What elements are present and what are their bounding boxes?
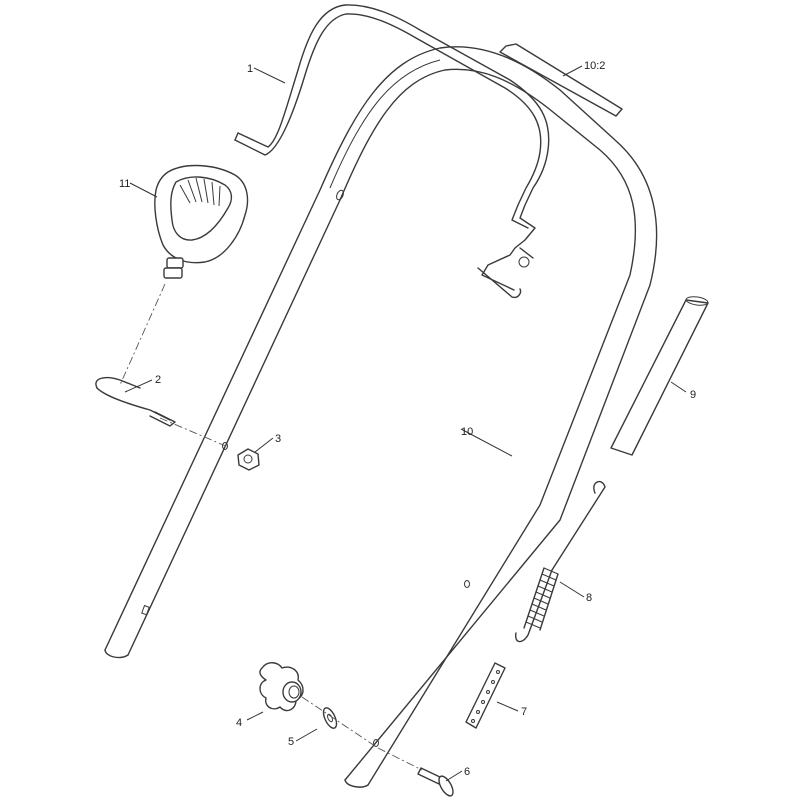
- callout-6: 6: [464, 766, 470, 778]
- nut-icon: [237, 448, 260, 471]
- callout-4: 4: [236, 717, 242, 729]
- assembly-line: [159, 417, 229, 448]
- callout-1: 1: [247, 63, 253, 75]
- extension-spring-icon: [514, 480, 606, 643]
- washer-icon: [322, 707, 338, 729]
- callout-10: 10: [461, 426, 473, 438]
- decal-icon: [499, 43, 623, 117]
- leader-lines: [124, 65, 687, 782]
- callout-8: 8: [586, 592, 592, 604]
- callout-9: 9: [690, 389, 696, 401]
- handle-frame-icon: [104, 46, 658, 788]
- callout-11: 11: [119, 178, 130, 190]
- callout-5: 5: [288, 736, 294, 748]
- handle-grip-icon: [610, 296, 709, 456]
- callout-3: 3: [275, 433, 281, 445]
- primer-bulb-icon: [154, 164, 249, 279]
- callout-7: 7: [521, 706, 527, 718]
- handle-knob-icon: [259, 662, 304, 712]
- cable-clip-icon: [95, 376, 176, 427]
- carriage-bolt-icon: [417, 767, 454, 797]
- assembly-line: [301, 696, 376, 747]
- assembly-line: [119, 283, 166, 386]
- bail-lever-icon: [234, 4, 550, 299]
- adjuster-plate-icon: [465, 662, 506, 729]
- callout-2: 2: [155, 374, 161, 386]
- callout-10-2: 10:2: [584, 60, 605, 72]
